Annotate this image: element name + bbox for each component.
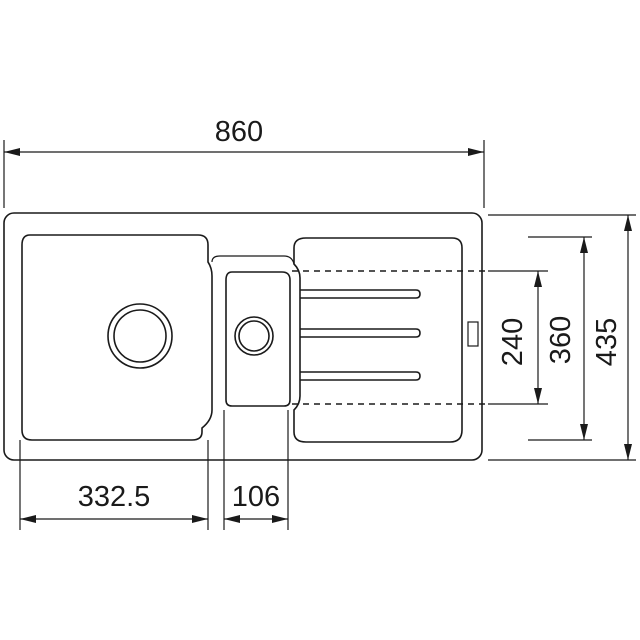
overall-depth-label: 435 [591,318,623,366]
main-bowl [21,234,213,441]
small-bowl-width-label: 106 [232,481,280,513]
bowl-depth-label: 360 [545,316,577,364]
inner-depth-label: 240 [497,318,529,366]
dimension-small-bowl-width: 106 [224,481,288,523]
dimension-inner-depth: 240 [497,271,542,404]
dimension-main-bowl-width: 332.5 [20,481,208,523]
small-bowl-drain-icon [234,316,274,356]
small-bowl [211,255,295,407]
drainer-area [293,237,479,443]
overall-width-label: 860 [215,116,263,148]
main-bowl-drain-icon [107,303,173,369]
dimension-overall-width: 860 [4,116,484,156]
extension-lines [3,140,636,530]
dimension-bowl-depth: 360 [545,237,588,440]
main-bowl-width-label: 332.5 [78,481,151,513]
sink-outline [3,212,483,461]
dimension-overall-depth: 435 [591,215,632,460]
